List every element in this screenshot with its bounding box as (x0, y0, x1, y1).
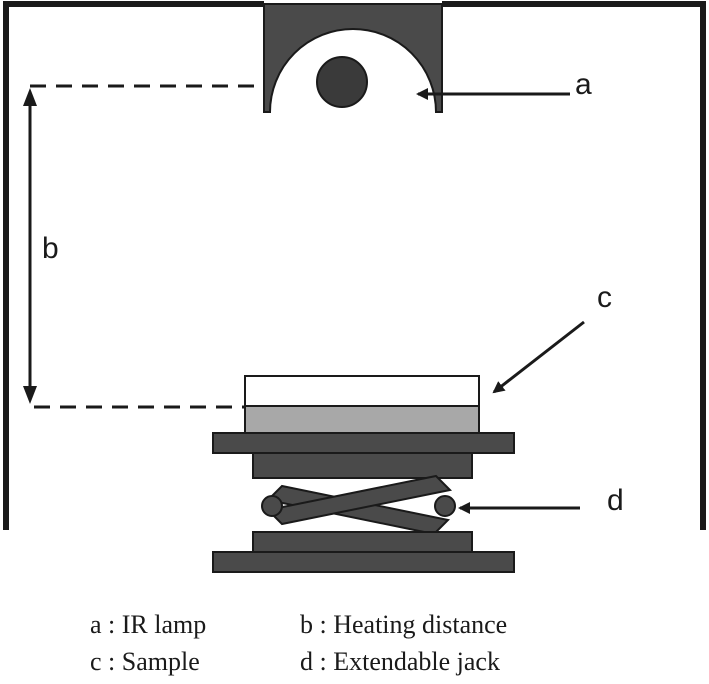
legend-item-c: c : Sample (90, 647, 200, 676)
heating-distance-arrowhead-bottom (23, 386, 37, 404)
legend-item-a: a : IR lamp (90, 610, 207, 639)
label-d: d (607, 484, 624, 517)
legend-item-d: d : Extendable jack (300, 647, 500, 676)
jack-base-plate (212, 551, 515, 573)
heating-distance-arrowhead-top (23, 88, 37, 106)
label-c: c (597, 281, 612, 314)
chamber-wall (3, 1, 706, 530)
ir-lamp-bulb (316, 56, 368, 108)
label-a: a (575, 68, 592, 101)
jack-scissor-arm (265, 484, 451, 536)
jack-top-block (252, 452, 473, 479)
lamp-reflector (263, 3, 443, 113)
jack-top-plate (212, 432, 515, 454)
jack-pivot-right (434, 495, 456, 517)
legend-item-b: b : Heating distance (300, 610, 508, 639)
jack-scissor-arm (265, 474, 453, 526)
sample-bottom-layer (244, 405, 480, 434)
jack-pivot-left (261, 495, 283, 517)
pointer-arrow-c (492, 320, 585, 394)
jack-bottom-block (252, 531, 473, 553)
label-b: b (42, 232, 59, 265)
sample-top-layer (244, 375, 480, 407)
